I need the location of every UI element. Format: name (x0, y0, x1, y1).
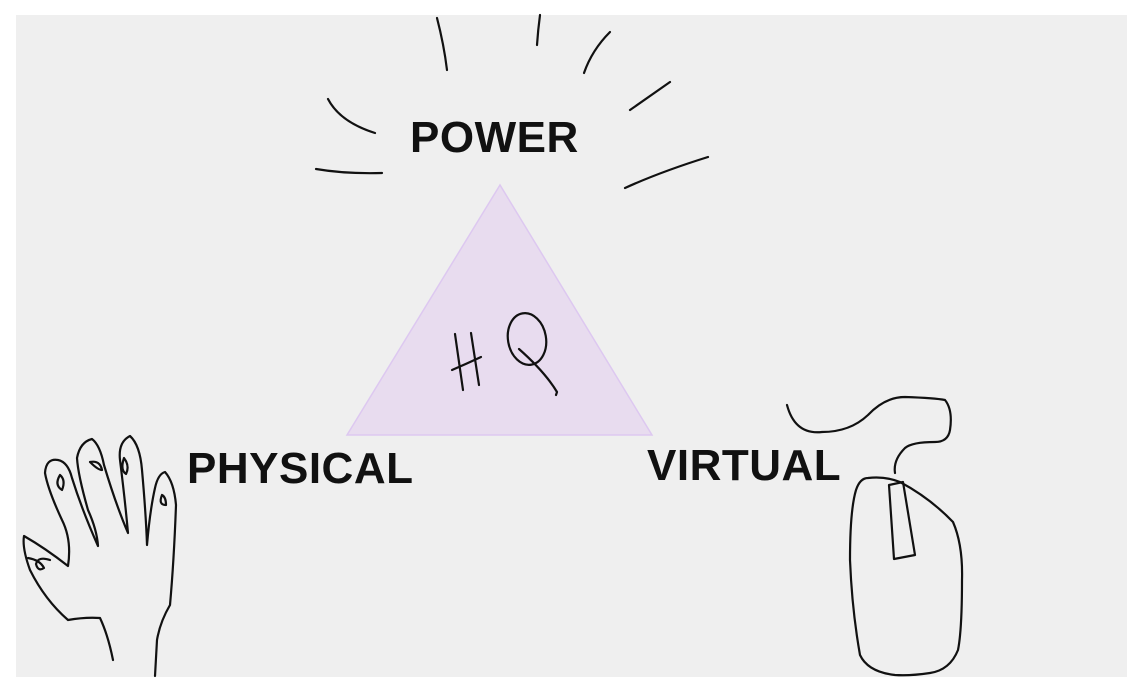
physical-label: PHYSICAL (187, 444, 414, 493)
hq-triangle (345, 183, 654, 436)
virtual-label: VIRTUAL (647, 441, 842, 490)
power-label: POWER (410, 113, 579, 162)
radiating-lines-icon (314, 13, 710, 190)
computer-mouse-sketch-icon (785, 395, 964, 677)
hq-handwriting (450, 312, 559, 397)
hand-sketch-icon (22, 434, 178, 678)
